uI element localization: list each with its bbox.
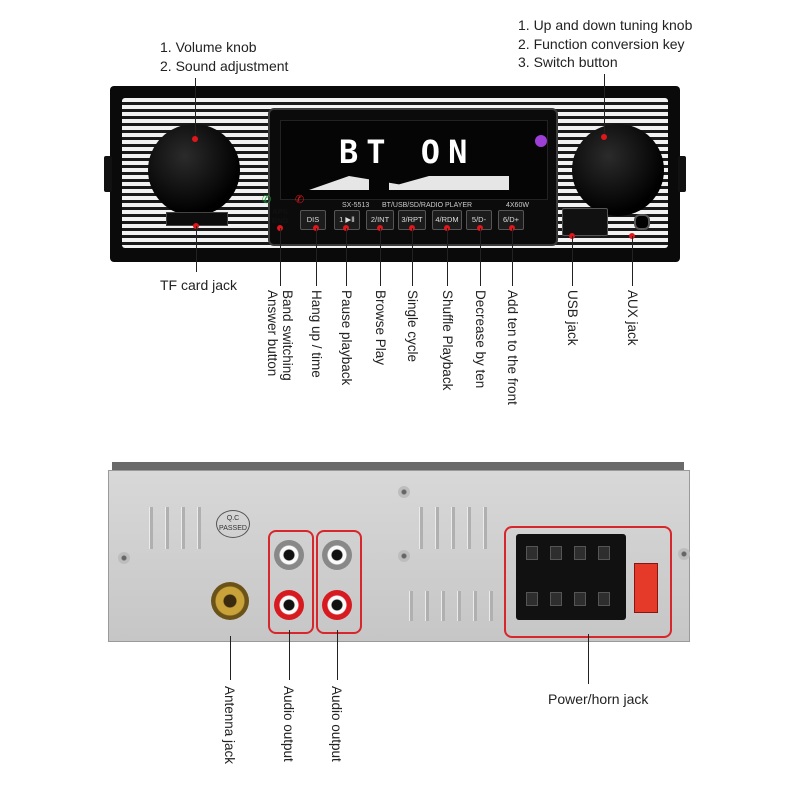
leader-tuning [604,74,605,136]
rca-socket-red[interactable] [274,590,304,620]
vent-slit [435,507,439,549]
label-hang-up: Hang up / time [309,290,324,378]
screw [118,552,130,564]
rca-socket-white[interactable] [274,540,304,570]
label-audio-output-right: Audio output [329,686,344,762]
label-audio-output-left: Audio output [281,686,296,762]
audio-output-highlight-left [268,530,314,634]
model-number: SX-5513 [342,202,370,209]
connector-pin [550,546,562,560]
leader-pause [346,228,347,286]
label-decrease-by-ten: Decrease by ten [473,290,488,389]
lcd-display: BT ON [280,120,548,200]
vent-slit [473,591,477,621]
indicator-light [535,135,547,147]
vent-slit [425,591,429,621]
connector-pin [550,592,562,606]
connector-pin [574,592,586,606]
label-aux-jack: AUX jack [625,290,640,346]
vent-slit [419,507,423,549]
vent-slit [457,591,461,621]
vent-slit [489,591,493,621]
label-add-ten: Add ten to the front [505,290,520,405]
tuning-knob[interactable] [572,124,664,216]
leader-single [412,228,413,286]
callout-tuning-line1: 1. Up and down tuning knob [518,17,693,33]
leader-add-ten [512,228,513,286]
vent-slit [451,507,455,549]
vent-slit [483,507,487,549]
leader-audio-left [289,630,290,680]
vent-slit [409,591,413,621]
leader-power [588,634,589,684]
spectrum-bars [309,176,509,190]
audio-output-highlight-right [316,530,362,634]
label-single-cycle: Single cycle [405,290,420,363]
connector-pin [574,546,586,560]
screw [398,486,410,498]
leader-usb [572,236,573,286]
aps-bnd-button[interactable]: APS BND [271,207,289,225]
callout-tuning-line2: 2. Function conversion key [518,36,685,52]
leader-shuffle [447,228,448,286]
marker-volume [192,136,198,142]
qc-passed-stamp: Q.C PASSED [216,510,250,538]
label-usb-jack: USB jack [565,290,580,346]
back-top-edge [112,462,684,472]
vent-slit [441,591,445,621]
power-rating: 4X60W [506,202,529,209]
leader-audio-right [337,630,338,680]
callout-tf-card: TF card jack [160,277,238,293]
label-band-switching: Band switching [280,290,295,381]
vent-slit [149,507,153,549]
connector-pin [598,546,610,560]
vent-slit [467,507,471,549]
iso-connector[interactable] [516,534,626,620]
leader-decrease [480,228,481,286]
connector-pin [526,546,538,560]
vent-slit [181,507,185,549]
vent-slit [197,507,201,549]
leader-browse [380,228,381,286]
rca-socket-red[interactable] [322,590,352,620]
usb-port[interactable] [562,208,608,236]
front-grille: BT ON SX-5513 BT/USB/SD/RADIO PLAYER 4X6… [122,98,668,248]
int-button[interactable]: 2/INT [366,210,394,230]
model-strip: SX-5513 BT/USB/SD/RADIO PLAYER 4X60W [280,202,546,212]
leader-volume [195,78,196,138]
callout-volume-line1: 1. Volume knob [160,39,257,55]
label-browse-play: Browse Play [373,290,388,366]
front-panel: BT ON SX-5513 BT/USB/SD/RADIO PLAYER 4X6… [104,86,686,262]
display-text: BT ON [339,133,476,171]
label-answer-button: Answer button [265,290,280,377]
callout-volume-line2: 2. Sound adjustment [160,58,289,74]
rca-socket-white[interactable] [322,540,352,570]
label-pause-playback: Pause playback [339,290,354,386]
hangup-phone-icon: ✆ [295,194,305,206]
leader-aux [632,236,633,286]
connector-pin [526,592,538,606]
marker-tuning [601,134,607,140]
antenna-socket[interactable] [211,582,249,620]
label-power-horn-jack: Power/horn jack [548,691,649,707]
fuse [634,563,658,613]
model-tagline: BT/USB/SD/RADIO PLAYER [382,202,473,209]
leader-answer [280,228,281,286]
callout-tuning-line3: 3. Switch button [518,54,618,70]
label-shuffle-playback: Shuffle Playback [440,290,455,391]
answer-phone-icon: ✆ [262,194,272,206]
vent-slit [165,507,169,549]
screw [678,548,690,560]
label-antenna-jack: Antenna jack [222,686,237,765]
screw [398,550,410,562]
leader-tf-card [196,226,197,272]
leader-antenna [230,636,231,680]
right-mount-tab [678,156,686,192]
aux-port[interactable] [634,214,650,230]
leader-hangup [316,228,317,286]
connector-pin [598,592,610,606]
left-mount-tab [104,156,112,192]
